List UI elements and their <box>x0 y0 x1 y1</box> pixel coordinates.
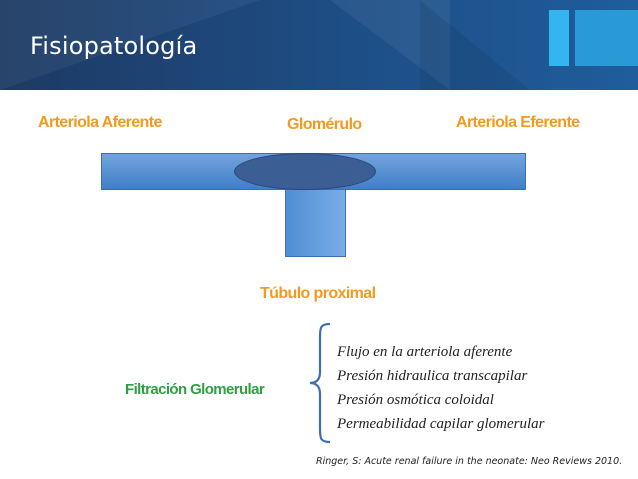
proximal-tubule-shape <box>285 190 346 257</box>
slide-header: Fisiopatología <box>0 0 638 90</box>
header-accent-block <box>575 10 638 66</box>
header-decor-shape <box>0 0 260 90</box>
list-item: Presión osmótica coloidal <box>337 392 494 408</box>
glomerular-filtration-label: Filtración Glomerular <box>125 381 265 398</box>
glomerulus-label: Glomérulo <box>287 116 362 133</box>
filtration-factors-list: Flujo en la arteriola aferente Presión h… <box>337 340 544 436</box>
glomerulus-ellipse <box>234 153 376 190</box>
citation-text: Ringer, S: Acute renal failure in the ne… <box>316 456 623 467</box>
header-accent-bar <box>549 10 569 66</box>
slide-title: Fisiopatología <box>30 32 198 60</box>
afferent-arteriole-label: Arteriola Aferente <box>38 114 162 131</box>
header-decor-shape <box>420 0 530 90</box>
list-item: Presión hidraulica transcapilar <box>337 368 528 384</box>
list-item: Flujo en la arteriola aferente <box>337 344 513 360</box>
efferent-arteriole-label: Arteriola Eferente <box>456 114 580 131</box>
list-item: Permeabilidad capilar glomerular <box>337 416 545 432</box>
curly-brace-icon <box>309 322 331 444</box>
header-decor-shape <box>330 0 450 90</box>
proximal-tubule-label: Túbulo proximal <box>260 285 376 302</box>
